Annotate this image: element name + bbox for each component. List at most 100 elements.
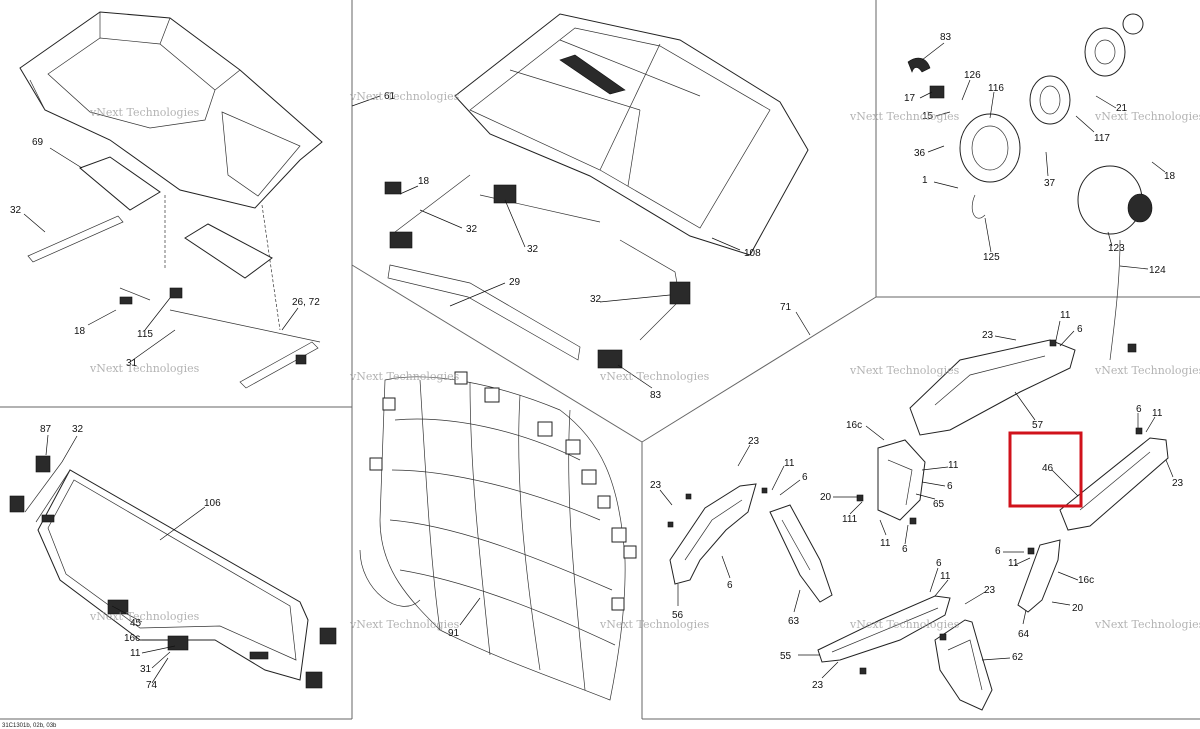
callout-16c-b: 16c [846,420,862,431]
callout-6-d: 6 [802,472,808,483]
callout-20-a: 20 [820,492,832,503]
callout-11-h: 11 [940,571,951,582]
callout-36: 36 [914,148,926,159]
callout-126: 126 [964,70,981,81]
callout-11-g: 11 [1008,558,1019,569]
callout-91: 91 [448,628,460,639]
rear-net-assembly [359,371,637,701]
callout-6-b: 6 [947,481,953,492]
callout-6-g: 6 [995,546,1001,557]
callout-69: 69 [32,137,44,148]
callout-11-c: 11 [948,460,959,471]
callout-124: 124 [1149,265,1166,276]
callout-62: 62 [1012,652,1024,663]
callout-16c: 16c [124,633,140,644]
callout-18-speaker: 18 [1164,171,1176,182]
callout-11-b: 11 [1060,310,1071,321]
callout-23-e: 23 [984,585,996,596]
callouts-roof: 61 18 32 32 29 32 83 108 71 [351,91,811,401]
callout-37: 37 [1044,178,1056,189]
callout-11-d: 11 [880,538,891,549]
watermark-text: vNext Technologies [1094,110,1200,123]
callout-55: 55 [780,651,792,662]
callout-57: 57 [1032,420,1044,431]
callout-18: 18 [74,326,86,337]
watermark-text: vNext Technologies [849,364,960,377]
callout-87: 87 [40,424,52,435]
callout-125: 125 [983,252,1000,263]
callout-31-windshield: 31 [140,664,152,675]
callout-23-d: 23 [1172,478,1184,489]
callout-46: 46 [1042,463,1054,474]
callout-16c-c: 16c [1078,575,1094,586]
callout-32: 32 [10,205,22,216]
callout-108: 108 [744,248,761,259]
callout-65: 65 [933,499,945,510]
watermark-text: vNext Technologies [849,110,960,123]
callout-23-c: 23 [650,480,662,491]
callout-6-c: 6 [902,544,908,555]
callout-6-f: 6 [1136,404,1142,415]
callout-117: 117 [1094,133,1110,144]
callout-23-f: 23 [812,680,824,691]
callout-6-h: 6 [936,558,942,569]
highlight-box-46[interactable] [1008,431,1083,508]
callout-31: 31 [126,358,138,369]
callout-111: 111 [842,514,858,525]
callout-83: 83 [940,32,952,43]
callout-17: 17 [904,93,916,104]
callout-64: 64 [1018,629,1030,640]
watermarks: vNext Technologies vNext Technologies vN… [89,90,1200,631]
callouts-speaker: 83 126 116 17 15 36 1 37 117 21 18 123 1… [904,32,1176,276]
callout-20-b: 20 [1072,603,1084,614]
callout-11-e: 11 [784,458,795,469]
callout-32-roof-b: 32 [527,244,539,255]
watermark-text: vNext Technologies [1094,618,1200,631]
callout-32-roof-c: 32 [590,294,602,305]
callout-29: 29 [509,277,521,288]
callout-116: 116 [988,83,1004,94]
callout-1: 1 [922,175,928,186]
callout-23-a: 23 [982,330,994,341]
watermark-text: vNext Technologies [599,370,710,383]
windshield-assembly [9,455,337,689]
callout-56: 56 [672,610,684,621]
watermark-text: vNext Technologies [599,618,710,631]
watermark-text: vNext Technologies [349,618,460,631]
callout-6-e: 6 [727,580,733,591]
callout-115: 115 [137,329,153,340]
speaker-assembly [907,13,1153,361]
callout-26-72: 26, 72 [292,297,320,308]
side-panels-assembly [667,339,1169,711]
callout-21: 21 [1116,103,1128,114]
watermark-text: vNext Technologies [349,90,460,103]
callouts-net: 91 [448,597,481,639]
callout-11-f: 11 [1152,408,1163,419]
callout-63: 63 [788,616,800,627]
callout-106: 106 [204,498,221,509]
callout-71: 71 [780,302,792,313]
callout-74: 74 [146,680,158,691]
callout-23-b: 23 [748,436,760,447]
callout-6-a: 6 [1077,324,1083,335]
callout-18-roof: 18 [418,176,430,187]
callout-32-windshield: 32 [72,424,84,435]
watermark-text: vNext Technologies [89,106,200,119]
callouts-panels: 23 11 6 57 16c 11 6 65 20 111 11 6 23 11… [650,310,1184,691]
drawing-code: 31C1301b, 02b, 03b [2,723,57,729]
callout-32-roof-a: 32 [466,224,478,235]
watermark-text: vNext Technologies [349,370,460,383]
callout-45: 45 [130,618,142,629]
callouts-tray: 69 32 18 115 31 26, 72 [10,137,320,369]
watermark-text: vNext Technologies [849,618,960,631]
watermark-text: vNext Technologies [89,610,200,623]
rear-tray-assembly [19,11,323,389]
callout-123: 123 [1108,243,1125,254]
watermark-text: vNext Technologies [89,362,200,375]
callout-83-roof: 83 [650,390,662,401]
callout-15: 15 [922,111,934,122]
roof-assembly [384,13,809,369]
callout-11-windshield: 11 [130,648,141,659]
